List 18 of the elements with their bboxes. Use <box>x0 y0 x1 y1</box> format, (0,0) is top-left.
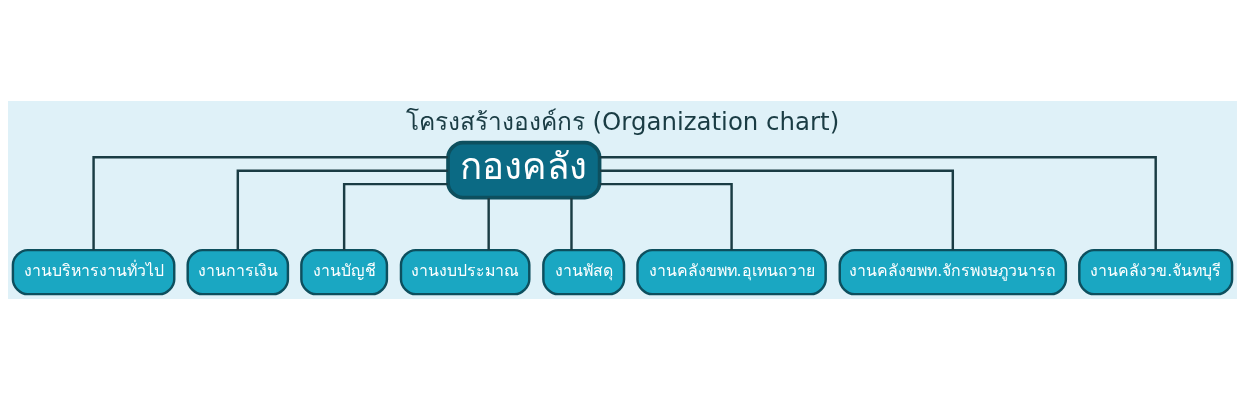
connector <box>570 197 573 251</box>
node-box: งานคลังขพท.อุเทนถวาย <box>636 248 827 296</box>
node-box: งานบัญชี <box>300 248 389 296</box>
node-box: งานพัสดุ <box>542 248 626 296</box>
node-box: งานงบประมาณ <box>399 248 531 296</box>
connector <box>599 156 1157 250</box>
node-box: งานการเงิน <box>186 248 290 296</box>
connector <box>600 169 955 251</box>
connector <box>342 182 448 250</box>
node-box: งานคลังวข.จันทบุรี <box>1078 248 1234 296</box>
connector <box>92 156 448 250</box>
node-box: กองคลัง <box>446 140 602 200</box>
diagram-title: โครงสร้างองค์กร (Organization chart) <box>405 107 840 137</box>
connector <box>236 169 448 251</box>
connector <box>600 182 733 250</box>
node-box: งานคลังขพท.จักรพงษภูวนารถ <box>838 248 1068 296</box>
node-box: งานบริหารงานทั่วไป <box>11 248 176 296</box>
connector <box>487 197 490 251</box>
